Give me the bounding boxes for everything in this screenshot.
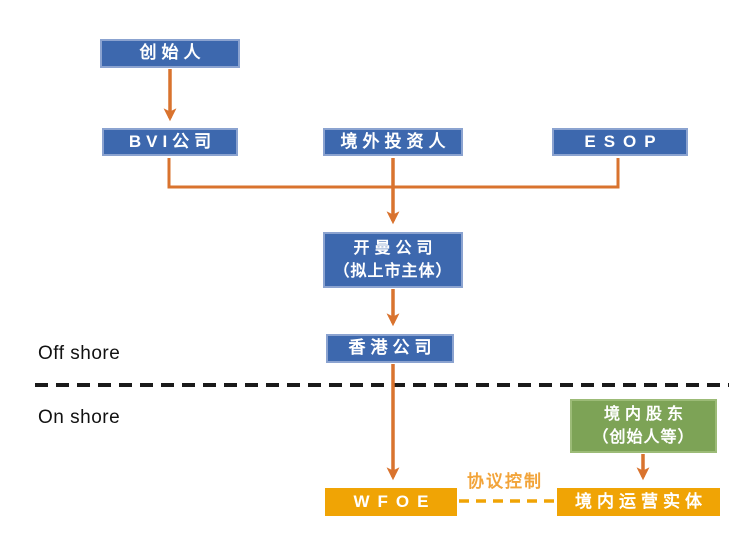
vie-control-edge-label: 协议控制 [467,472,543,491]
node-domestic-shareholders: 境内股东 （创始人等） [570,399,717,453]
node-bvi-company: BVI公司 [102,128,238,156]
node-domestic-opco-label: 境内运营实体 [575,491,707,511]
node-domestic-opco: 境内运营实体 [557,488,720,516]
node-bvi-label: BVI公司 [128,131,217,151]
node-founder-label: 创始人 [139,43,206,63]
node-hongkong-company: 香港公司 [326,334,454,363]
node-wfoe-label: WFOE [353,491,437,511]
node-domestic-shareholders-line1: 境内股东 [603,405,688,423]
node-wfoe: WFOE [325,488,457,516]
onshore-label: On shore [38,407,121,428]
node-overseas-investors-label: 境外投资人 [340,131,451,151]
node-cayman-label-line1: 开曼公司 [353,239,438,257]
node-founder: 创始人 [100,39,240,68]
node-esop-label: ESOP [584,131,664,151]
node-hongkong-label: 香港公司 [348,338,437,358]
node-cayman-company: 开曼公司 （拟上市主体） [323,232,463,288]
node-domestic-shareholders-line2: （创始人等） [592,429,695,446]
node-esop: ESOP [552,128,688,156]
node-cayman-label-line2: （拟上市主体） [333,263,453,280]
offshore-label: Off shore [38,343,121,364]
edge-bracket-bvi-esop [167,158,620,189]
node-overseas-investors: 境外投资人 [323,128,463,156]
